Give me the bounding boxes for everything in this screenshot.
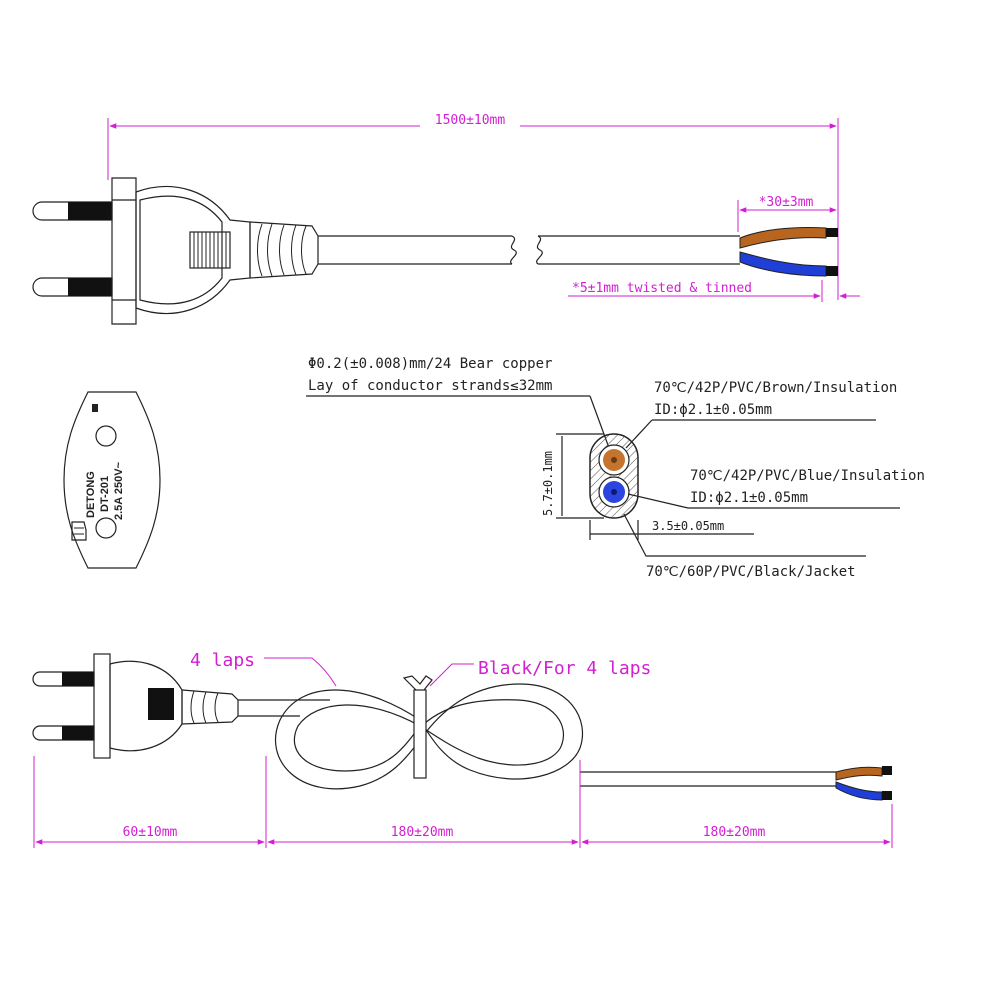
laps-leader — [264, 657, 337, 687]
plug-pins-bottom — [32, 671, 95, 741]
tie-leader — [429, 663, 474, 687]
pin-hole-top — [95, 425, 117, 447]
cable-top — [318, 235, 740, 265]
width-label: 3.5±0.05mm — [652, 519, 724, 533]
certification-mark-icon — [71, 521, 87, 541]
plug-rating: 2.5A 250V~ — [113, 461, 125, 520]
brown-insulation-label: 70℃/42P/PVC/Brown/Insulation — [654, 380, 897, 396]
lay-spec: Lay of conductor strands≤32mm — [308, 378, 552, 394]
plug-body-top — [111, 177, 319, 325]
conductor-spec: Φ0.2(±0.008)mm/24 Bear copper — [308, 356, 552, 372]
plug-model: DT-201 — [99, 476, 111, 512]
jacket-label: 70℃/60P/PVC/Black/Jacket — [646, 564, 856, 580]
dim-coil-label: 180±20mm — [391, 825, 454, 840]
twisted-note: *5±1mm twisted & tinned — [572, 281, 752, 296]
pin-hole-bottom — [95, 517, 117, 539]
plug-body-bottom — [93, 653, 239, 759]
coiled-cable — [238, 675, 836, 790]
plug-brand: DETONG — [85, 471, 97, 518]
height-label: 5.7±0.1mm — [541, 451, 555, 516]
plug-pins-top — [32, 201, 113, 297]
dim-plug-label: 60±10mm — [123, 825, 178, 840]
bottom-view: 4 laps Black/For 4 laps 60±10mm 180±20mm… — [32, 650, 893, 848]
dim-tail-label: 180±20mm — [703, 825, 766, 840]
blue-insulation-label: 70℃/42P/PVC/Blue/Insulation — [690, 468, 925, 484]
stripped-wires-bottom — [835, 766, 892, 801]
tie-label: Black/For 4 laps — [478, 658, 651, 679]
top-view: 1500±10mm — [32, 112, 860, 325]
plug-face: DETONG DT-201 2.5A 250V~ — [63, 391, 161, 569]
laps-label: 4 laps — [190, 650, 255, 671]
cable-tie — [413, 689, 427, 779]
cross-section: Φ0.2(±0.008)mm/24 Bear copper Lay of con… — [306, 356, 925, 580]
stripped-wires-top — [739, 227, 838, 277]
brown-id-label: ID:ϕ2.1±0.05mm — [654, 402, 772, 418]
total-length-label: 1500±10mm — [435, 113, 506, 128]
blue-id-label: ID:ϕ2.1±0.05mm — [690, 490, 808, 506]
strip-length-label: *30±3mm — [759, 195, 814, 210]
